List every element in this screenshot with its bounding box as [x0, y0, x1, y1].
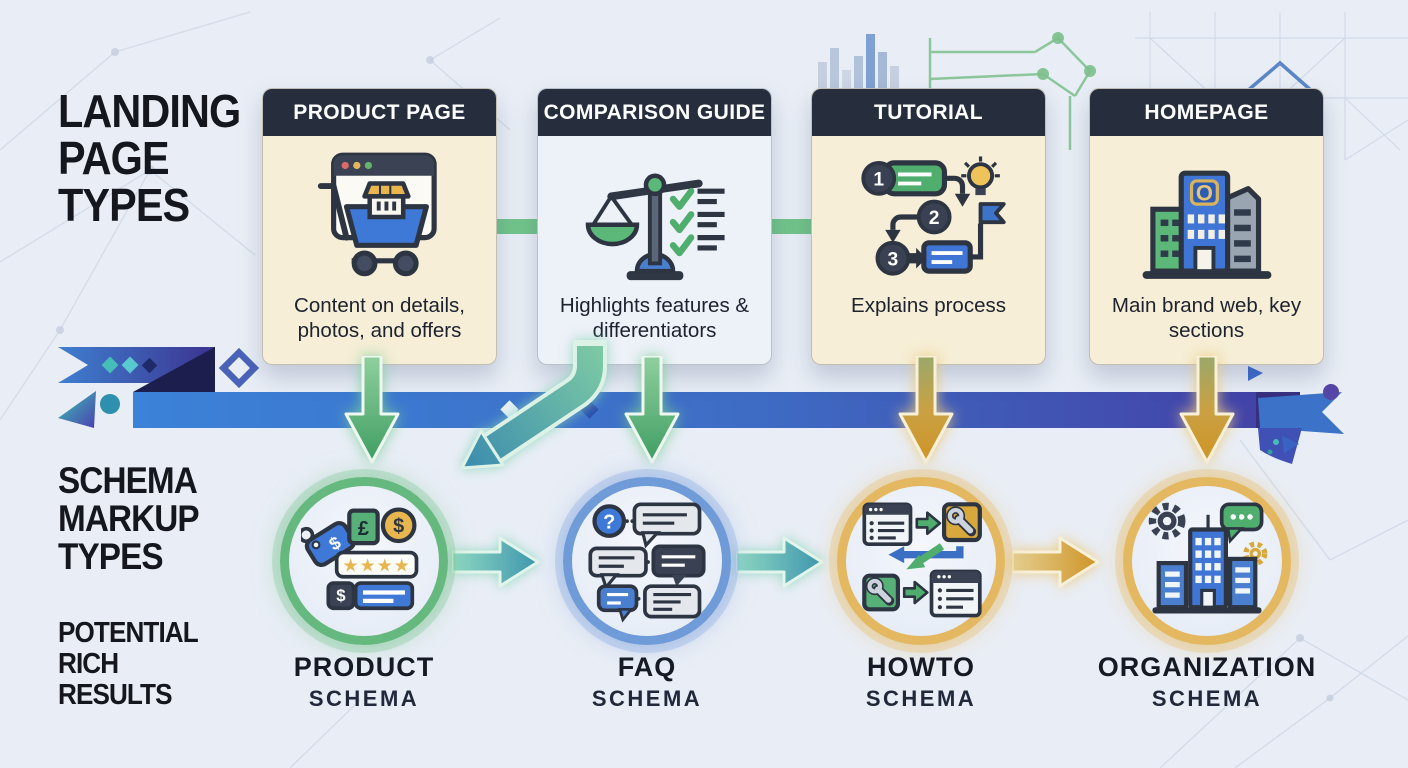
bar-chart-decoration: [818, 34, 899, 88]
card-product-page: PRODUCT PAGE Content on details, phot: [262, 88, 497, 365]
triangle-decoration-right1: [1248, 366, 1263, 381]
landing-page-types-title: LANDING PAGE TYPES: [58, 85, 241, 231]
arrow-tutorial-to-howto-schema: [898, 356, 954, 464]
svg-text:★★★★: ★★★★: [343, 556, 411, 576]
buildings-gears-chat-icon: [1148, 502, 1268, 614]
card-description: Explains process: [851, 294, 1006, 317]
arrow-product-to-faq: [452, 536, 540, 588]
ribbon-fold: [133, 347, 215, 392]
card-description: Highlights features & differentiators: [559, 294, 750, 342]
schema-markup-types-label: SCHEMA MARKUP TYPES: [58, 460, 200, 577]
arrow-homepage-to-organization-schema: [1179, 356, 1235, 464]
arrow-comparison-guide-to-faq-schema: [624, 356, 680, 464]
numbered-steps-lightbulb-icon: 1 2 3: [812, 136, 1045, 288]
svg-text:1: 1: [873, 169, 884, 190]
blue-chevron-decoration: [1244, 60, 1315, 94]
howto-schema-circle: [837, 477, 1005, 645]
title-line: TYPES: [58, 179, 190, 231]
network-nodes-bottom-right: [1244, 634, 1334, 708]
dot-decoration-right: [1323, 384, 1339, 400]
organization-schema-circle: [1123, 477, 1291, 645]
card-tutorial: TUTORIAL 1 2 3: [811, 88, 1046, 365]
faq-schema-label: FAQ SCHEMA: [591, 652, 703, 711]
faq-schema-circle: ?: [563, 477, 731, 645]
green-network-nodes: [1037, 32, 1096, 80]
svg-text:$: $: [393, 516, 404, 538]
arrow-howto-to-organization: [1012, 536, 1100, 588]
network-lines-bottom-right: [289, 439, 1408, 768]
card-description: Content on details, photos, and offers: [294, 294, 465, 342]
triangle-decoration-left: [58, 391, 96, 428]
dot-decoration-left: [100, 394, 120, 414]
ribbon-upper-diamonds: [101, 356, 158, 374]
potential-rich-results-label: POTENTIAL RICH RESULTS: [58, 617, 199, 711]
svg-text:$: $: [336, 586, 346, 605]
arrow-product-page-to-product-schema: [344, 356, 400, 464]
svg-text:£: £: [358, 518, 369, 540]
card-title: PRODUCT PAGE: [263, 89, 496, 136]
title-line: LANDING: [58, 85, 241, 137]
steps-tools-flow-icon: [862, 502, 982, 618]
card-description: Main brand web, key sections: [1111, 294, 1302, 342]
network-nodes-top-left: [56, 48, 434, 334]
svg-text:O: O: [1195, 180, 1212, 205]
price-tag-rating-icon: $ £ $ ★★★★ $: [301, 507, 419, 611]
svg-text:?: ?: [603, 511, 615, 533]
svg-text:3: 3: [887, 249, 898, 270]
title-line: PAGE: [58, 132, 170, 184]
card-title: COMPARISON GUIDE: [538, 89, 771, 136]
network-lines-top-left: [0, 11, 511, 421]
ribbon-main-band: [133, 392, 1256, 428]
card-comparison-guide: COMPARISON GUIDE Highlights features & d…: [537, 88, 772, 365]
product-schema-circle: $ £ $ ★★★★ $: [280, 477, 448, 645]
ribbon-swallowtail: [1258, 392, 1344, 434]
card-title: HOMEPAGE: [1090, 89, 1323, 136]
brand-buildings-icon: O: [1090, 136, 1323, 288]
card-homepage: HOMEPAGE O: [1089, 88, 1324, 365]
arrow-comparison-guide-to-product-schema: [460, 340, 607, 470]
question-chat-bubbles-icon: ?: [588, 502, 706, 623]
ribbon-lower-fold: [1258, 428, 1302, 464]
balance-scale-checklist-icon: [538, 136, 771, 288]
diamond-ring-decoration: [218, 347, 260, 389]
card-title: TUTORIAL: [812, 89, 1045, 136]
howto-schema-label: HOWTO SCHEMA: [865, 652, 977, 711]
shopping-cart-browser-icon: [263, 136, 496, 288]
product-schema-label: PRODUCT SCHEMA: [293, 652, 435, 711]
card-connector: [495, 219, 539, 234]
arrow-faq-to-howto: [736, 536, 824, 588]
triangle-decoration-right2: [1282, 436, 1299, 453]
svg-text:2: 2: [928, 208, 939, 229]
organization-schema-label: ORGANIZATION SCHEMA: [1097, 652, 1317, 711]
green-network-decoration: [928, 36, 1092, 150]
card-connector: [770, 219, 814, 234]
